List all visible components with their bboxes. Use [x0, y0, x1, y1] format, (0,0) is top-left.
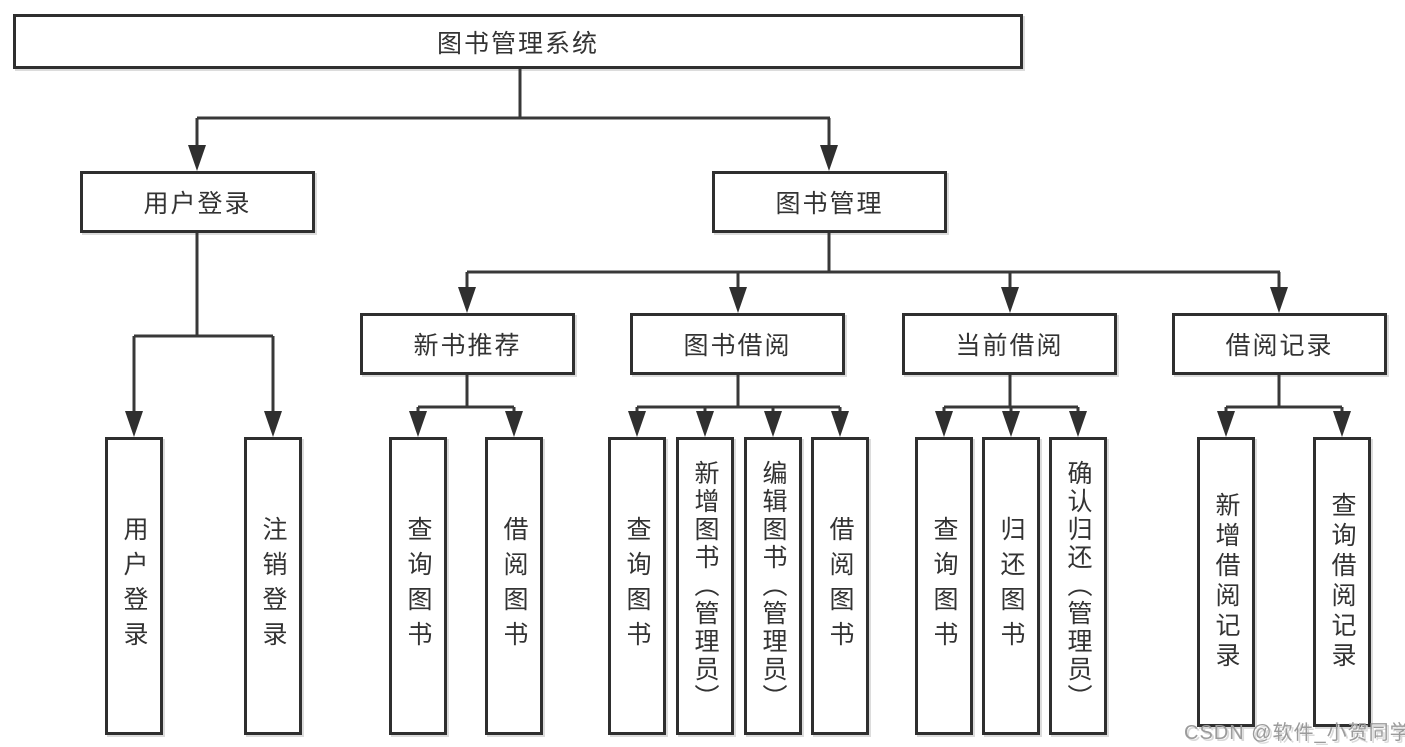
node-new-book-recommend: 新书推荐	[360, 313, 575, 375]
node-book-management: 图书管理	[712, 171, 947, 233]
leaf-rec-query-book: 查询图书	[389, 437, 447, 735]
leaf-current-confirm-return-admin: 确认归还（管理员）	[1049, 437, 1107, 735]
leaf-current-query-book: 查询图书	[915, 437, 973, 735]
node-root-system: 图书管理系统	[13, 14, 1023, 69]
leaf-borrow-query-book: 查询图书	[608, 437, 666, 735]
leaf-current-return-book: 归还图书	[982, 437, 1040, 735]
node-current-borrow: 当前借阅	[902, 313, 1117, 375]
leaf-rec-borrow-book: 借阅图书	[485, 437, 543, 735]
node-borrow-record: 借阅记录	[1172, 313, 1387, 375]
node-book-borrow: 图书借阅	[630, 313, 845, 375]
leaf-borrow-edit-book-admin: 编辑图书（管理员）	[744, 437, 802, 735]
leaf-borrow-add-book-admin: 新增图书（管理员）	[676, 437, 734, 735]
leaf-user-login: 用户登录	[105, 437, 163, 735]
leaf-borrow-borrow-book: 借阅图书	[811, 437, 869, 735]
arrowheads	[125, 145, 1351, 437]
leaf-logout: 注销登录	[244, 437, 302, 735]
leaf-record-add: 新增借阅记录	[1197, 437, 1255, 727]
leaf-record-query: 查询借阅记录	[1313, 437, 1371, 727]
csdn-watermark: CSDN @软件_小贺同学	[1184, 722, 1405, 744]
node-user-login: 用户登录	[80, 171, 315, 233]
